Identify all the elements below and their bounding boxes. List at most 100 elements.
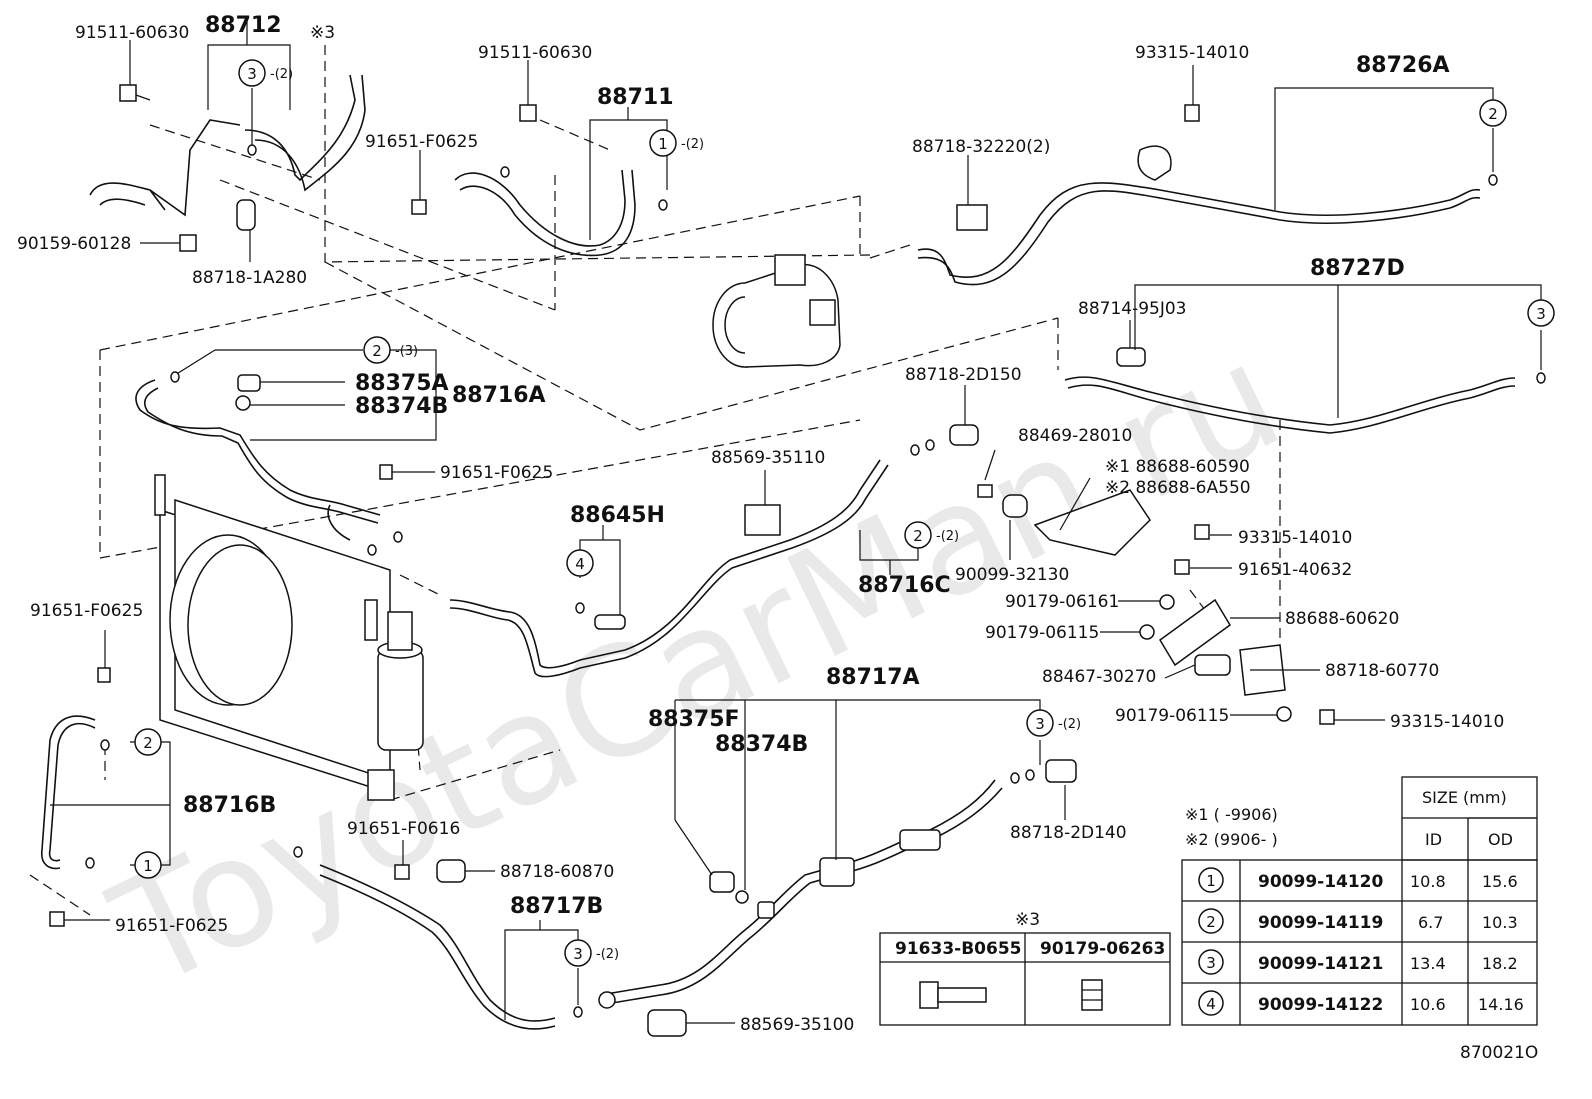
- pressure-switch-icon: [1194, 654, 1231, 676]
- nut-icon: [1081, 979, 1103, 1011]
- note2: ※2 (9906- ): [1185, 830, 1278, 849]
- svg-text:-(3): -(3): [395, 344, 418, 359]
- cushion-icon: [1002, 494, 1028, 518]
- clamp-icon: [436, 859, 466, 883]
- part-label: 90159-60128: [17, 234, 131, 254]
- svg-text:3: 3: [1206, 954, 1216, 972]
- cap-icon: [237, 374, 261, 392]
- part-label: 88717A: [826, 665, 920, 690]
- nut-icon: [1276, 706, 1292, 722]
- id-header: ID: [1425, 830, 1442, 849]
- part-label: 90179-06115: [985, 623, 1099, 643]
- svg-text:-(2): -(2): [681, 137, 704, 152]
- part-label: 93315-14010: [1238, 528, 1352, 548]
- nut-icon: [1139, 624, 1155, 640]
- svg-text:90099-14122: 90099-14122: [1258, 995, 1383, 1015]
- bolt-icon: [1184, 104, 1200, 122]
- part-label: 88569-35100: [740, 1015, 854, 1035]
- bolt-icon: [1194, 524, 1210, 540]
- svg-text:-(2): -(2): [270, 67, 293, 82]
- part-label: 88374B: [355, 394, 448, 419]
- part-label: 88716C: [858, 573, 951, 598]
- part-label: 88645H: [570, 503, 665, 528]
- part-label: 88569-35110: [711, 448, 825, 468]
- svg-text:10.8: 10.8: [1410, 872, 1446, 891]
- size-header: SIZE (mm): [1422, 788, 1507, 807]
- svg-text:2: 2: [372, 342, 382, 360]
- o-ring-table: ※1 ( -9906) ※2 (9906- ) SIZE (mm) ID OD …: [1181, 776, 1538, 1026]
- table-row: 1 90099-14120 10.8 15.6: [1198, 867, 1518, 893]
- part-label: 90179-06161: [1005, 592, 1119, 612]
- clamp-icon: [1137, 145, 1172, 181]
- part-label: 88375F: [648, 707, 740, 732]
- bracket-icon: [1033, 489, 1151, 556]
- svg-text:-(2): -(2): [936, 529, 959, 544]
- part-label: 88688-60620: [1285, 609, 1399, 629]
- part-label: ※1 88688-60590: [1105, 457, 1250, 477]
- part-label: 88718-2D140: [1010, 823, 1127, 843]
- clamp-icon: [744, 504, 781, 536]
- note3-title: ※3: [1015, 910, 1040, 930]
- note3-col1: 91633-B0655: [895, 939, 1021, 959]
- svg-text:1: 1: [658, 135, 668, 153]
- callout-2-88716B: 2: [134, 728, 162, 756]
- part-label: 88718-60770: [1325, 661, 1439, 681]
- bolt-icon: [411, 199, 427, 215]
- svg-text:3: 3: [1035, 715, 1045, 733]
- o-rings: [85, 144, 1546, 1018]
- bolt-icon: [97, 667, 111, 683]
- pipes: [40, 74, 1516, 1030]
- cap-icon: [709, 871, 735, 893]
- svg-text:-(2): -(2): [1058, 717, 1081, 732]
- muffler-icon: [819, 857, 855, 887]
- part-label: 91511-60630: [75, 23, 189, 43]
- part-label: 91651-F0625: [440, 463, 553, 483]
- part-label: 88712: [205, 13, 282, 38]
- svg-text:4: 4: [1206, 995, 1216, 1013]
- svg-text:2: 2: [1488, 105, 1498, 123]
- callout-2-88716A: 2 -(3): [363, 336, 418, 364]
- part-label: 91651-F0625: [365, 132, 478, 152]
- note1: ※1 ( -9906): [1185, 805, 1278, 824]
- od-header: OD: [1488, 830, 1513, 849]
- part-label: 88718-1A280: [192, 268, 307, 288]
- svg-text:6.7: 6.7: [1418, 913, 1443, 932]
- sleeve-icon: [1116, 347, 1146, 367]
- part-label: 91651-F0625: [115, 916, 228, 936]
- part-label: 88726A: [1356, 53, 1450, 78]
- part-label: 90179-06115: [1115, 706, 1229, 726]
- svg-text:3: 3: [247, 65, 257, 83]
- valve-icon: [977, 484, 993, 498]
- part-label: 91511-60630: [478, 43, 592, 63]
- part-label: 93315-14010: [1390, 712, 1504, 732]
- svg-text:1: 1: [143, 857, 153, 875]
- svg-text:3: 3: [1536, 305, 1546, 323]
- part-label: 88727D: [1310, 256, 1405, 281]
- bolt-icon: [379, 464, 393, 480]
- valve-core-icon: [235, 395, 251, 411]
- svg-text:2: 2: [913, 527, 923, 545]
- part-label: 91651-F0625: [30, 601, 143, 621]
- table-row: 2 90099-14119 6.7 10.3: [1198, 908, 1518, 934]
- svg-text:4: 4: [575, 555, 585, 573]
- sensor-icon: [594, 614, 626, 630]
- svg-text:2: 2: [1206, 913, 1216, 931]
- part-labels: 91511-60630 88712 ※3 91511-60630 88711 9…: [17, 13, 1538, 1063]
- figure-code: 870021O: [1460, 1043, 1538, 1063]
- nut-icon: [1159, 594, 1175, 610]
- part-label: 93315-14010: [1135, 43, 1249, 63]
- svg-text:-(2): -(2): [596, 947, 619, 962]
- callout-1-88711: 1 -(2): [649, 129, 704, 157]
- bolt-icon: [919, 981, 987, 1009]
- clamp-icon: [647, 1009, 687, 1037]
- svg-text:90099-14121: 90099-14121: [1258, 954, 1383, 974]
- callout-2-88726A: 2: [1479, 99, 1507, 127]
- svg-text:10.3: 10.3: [1482, 913, 1518, 932]
- part-label: ※3: [310, 23, 335, 43]
- svg-text:14.16: 14.16: [1478, 995, 1524, 1014]
- part-label: 88718-2D150: [905, 365, 1022, 385]
- svg-text:10.6: 10.6: [1410, 995, 1446, 1014]
- bolt-icon: [1319, 709, 1335, 725]
- condenser: [154, 474, 391, 792]
